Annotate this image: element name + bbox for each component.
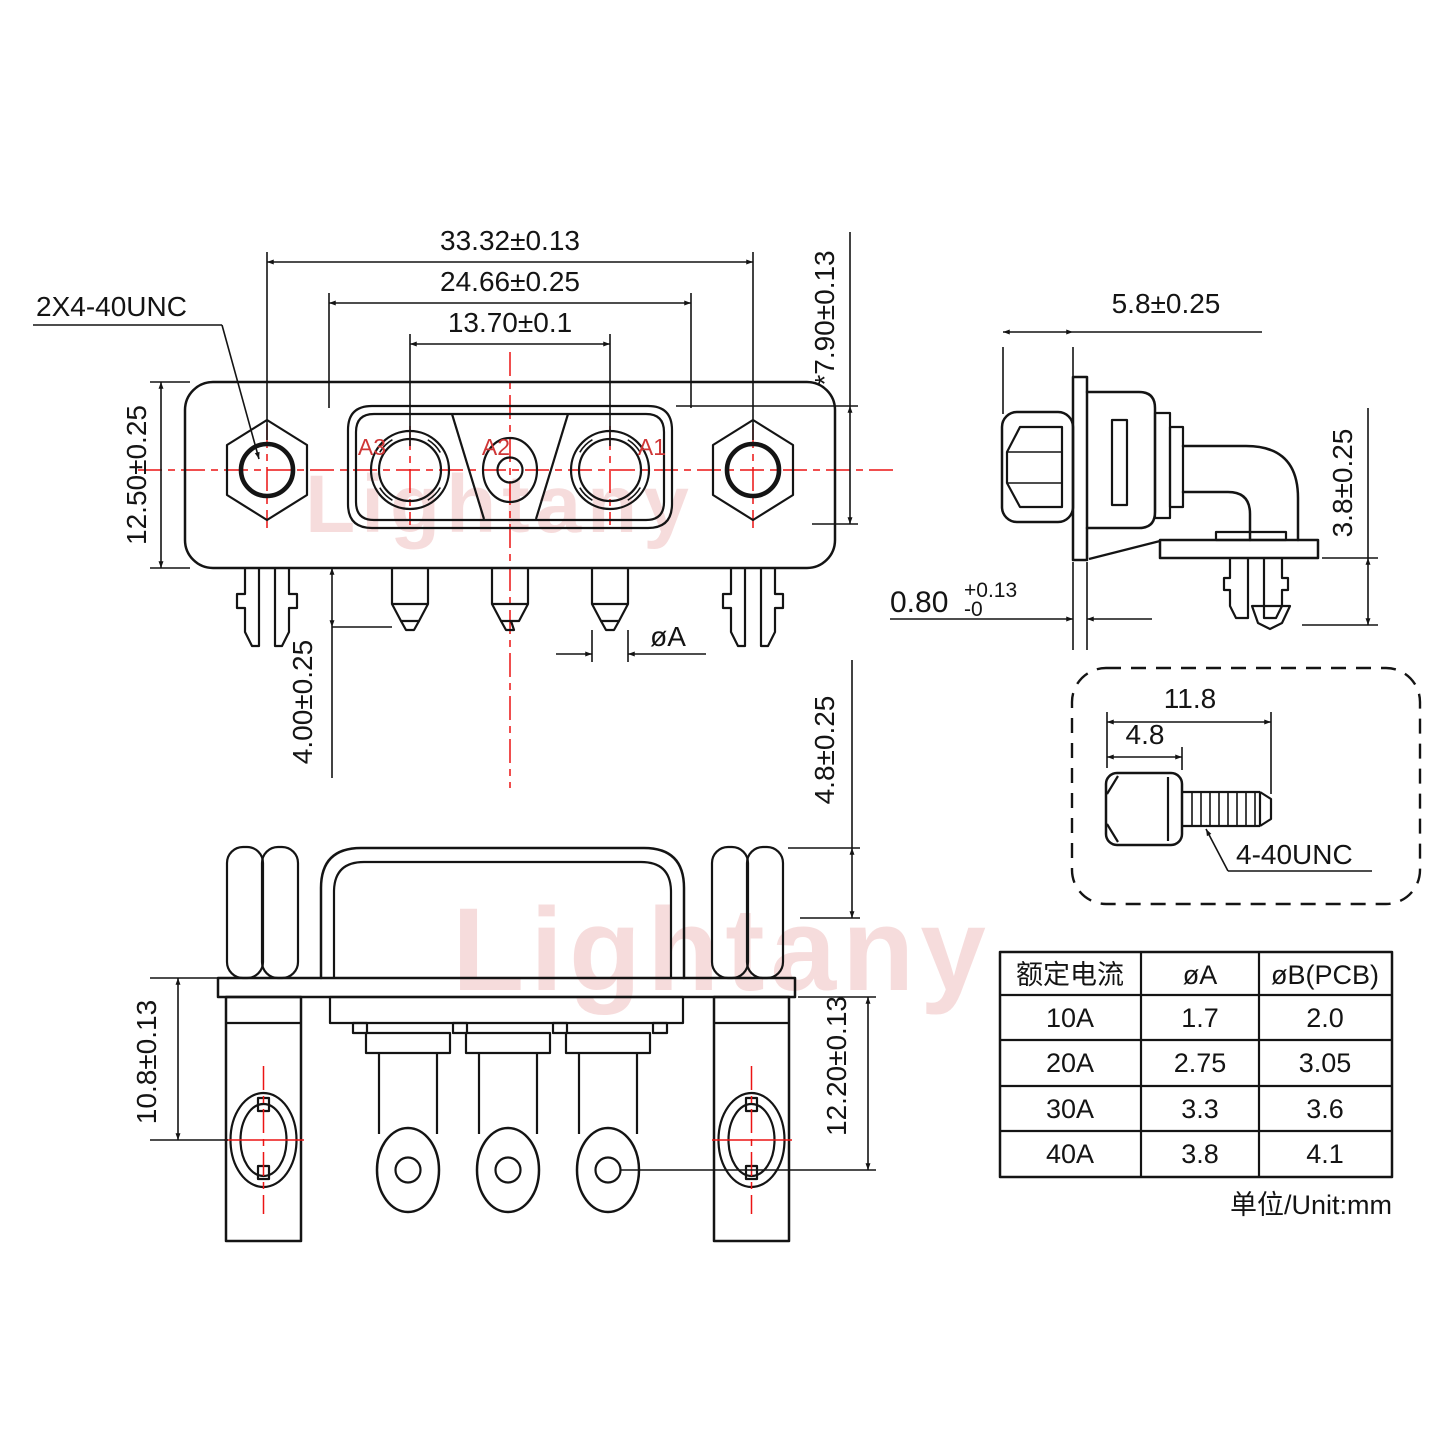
label-a3: A3: [358, 434, 386, 460]
side-hex-standoff: [1000, 410, 1075, 524]
watermark: Lightany Lightany: [305, 459, 992, 1016]
bracket-inner: [1181, 490, 1252, 542]
dim-shell-span: 24.66±0.25: [440, 266, 580, 297]
side-body: [1085, 390, 1157, 530]
unit-note: 单位/Unit:mm: [1230, 1190, 1392, 1220]
side-snap-pins: [1222, 558, 1292, 631]
dim-flange-main: 0.80: [890, 586, 948, 619]
contact-a2: [481, 436, 539, 504]
spec-table: 额定电流 øA øB(PCB) 10A 1.7 2.0 20A 2.75 3.0…: [998, 950, 1394, 1220]
screw-shank: [1182, 790, 1273, 828]
watermark-text-bottom: Lightany: [452, 884, 992, 1016]
dim-flange-sub: -0: [964, 598, 983, 621]
dim-screw-head: 4.8: [1126, 719, 1165, 750]
svg-text:20A: 20A: [1046, 1048, 1094, 1078]
dim-bracket-height: 3.8±0.25: [1327, 429, 1358, 538]
dim-screw-total: 11.8: [1164, 683, 1216, 714]
dim-pin-length: 4.00±0.25: [287, 640, 318, 764]
shell-dome-inner: [332, 860, 673, 978]
dim-standoff-height: 4.8±0.25: [809, 696, 840, 805]
board-lock-right: [721, 568, 785, 648]
screw-thread-label: 4-40UNC: [1236, 839, 1353, 870]
contact-a1: [569, 429, 651, 511]
detail-box: [1070, 666, 1422, 906]
watermark-text-top: Lightany: [305, 459, 695, 550]
bottom-hex-left: [225, 845, 300, 980]
screw-detail: 11.8 4.8 4-40UNC: [1070, 666, 1422, 906]
dim-pin-dia: øA: [650, 621, 686, 652]
dim-insert-height: *7.90±0.13: [809, 250, 840, 385]
table-row: 30A 3.3 3.6: [1046, 1094, 1344, 1124]
insert-outer-outline: [346, 404, 674, 530]
svg-text:2.0: 2.0: [1306, 1003, 1344, 1033]
dim-contact-span: 13.70±0.1: [448, 307, 572, 338]
contact-a3: [369, 429, 451, 511]
insert-divider-right: [534, 413, 570, 520]
svg-text:3.3: 3.3: [1181, 1094, 1219, 1124]
bracket-outer: [1181, 444, 1300, 542]
table-border: [998, 950, 1394, 1179]
svg-text:3.8: 3.8: [1181, 1139, 1219, 1169]
solder-pin-a3: [390, 568, 430, 632]
dim-body-height: 12.50±0.25: [121, 405, 152, 545]
shell-dome-outer: [319, 846, 686, 980]
front-view: A3 A2 A1: [33, 225, 893, 788]
table-row: 20A 2.75 3.05: [1046, 1048, 1351, 1078]
label-a2: A2: [482, 434, 510, 460]
side-flange: [1071, 375, 1089, 562]
thread-callout: 2X4-40UNC: [36, 291, 187, 322]
hex-nut-right: [711, 418, 795, 522]
table-row: 40A 3.8 4.1: [1046, 1139, 1344, 1169]
svg-text:3.6: 3.6: [1306, 1094, 1344, 1124]
bottom-pin-3: [564, 1031, 652, 1214]
board-lock-left: [235, 568, 299, 648]
solder-pin-a2: [490, 568, 530, 632]
insert-inner-outline: [354, 412, 666, 522]
svg-text:4.1: 4.1: [1306, 1139, 1344, 1169]
bottom-pin-1: [364, 1031, 452, 1214]
rear-insulator: [328, 995, 685, 1025]
bottom-pin-2: [464, 1031, 552, 1214]
dim-pin-depth: 12.20±0.13: [821, 996, 852, 1136]
dim-mount-span: 33.32±0.13: [440, 225, 580, 256]
dim-depth: 5.8±0.25: [1112, 288, 1221, 319]
bracket-foot: [1158, 538, 1320, 560]
svg-text:3.05: 3.05: [1299, 1048, 1352, 1078]
screw-thread-leader: [1205, 828, 1229, 872]
side-view: 5.8±0.25 0.80 +0.: [890, 288, 1378, 650]
dim-screw-offset: 10.8±0.13: [131, 1000, 162, 1124]
svg-text:2.75: 2.75: [1174, 1048, 1227, 1078]
bottom-view: 10.8±0.13 12.20±0.13 4.8±0.25: [131, 660, 876, 1243]
label-a1: A1: [638, 434, 666, 460]
table-header-dia-b: øB(PCB): [1271, 960, 1379, 990]
thread-callout-leader: [221, 324, 260, 460]
hex-nut-left: [225, 418, 309, 522]
table-row: 10A 1.7 2.0: [1046, 1003, 1344, 1033]
connector-body-outline: [183, 380, 837, 570]
table-header-dia-a: øA: [1183, 960, 1218, 990]
solder-pin-a1: [590, 568, 630, 632]
dim-flange-sup: +0.13: [964, 579, 1017, 602]
insert-divider-left: [450, 413, 486, 520]
svg-text:10A: 10A: [1046, 1003, 1094, 1033]
svg-text:1.7: 1.7: [1181, 1003, 1219, 1033]
svg-text:30A: 30A: [1046, 1094, 1094, 1124]
svg-text:40A: 40A: [1046, 1139, 1094, 1169]
table-header-current: 额定电流: [1016, 960, 1124, 990]
screw-head: [1104, 771, 1184, 847]
